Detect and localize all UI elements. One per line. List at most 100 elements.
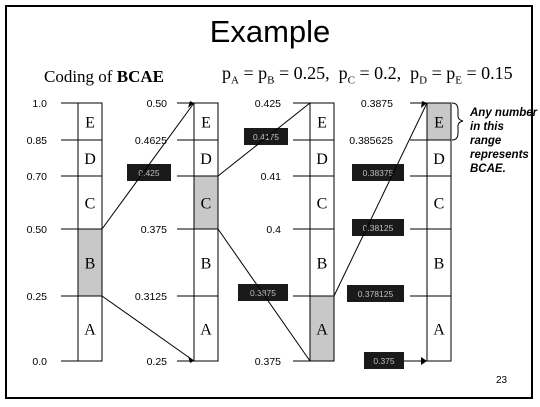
coding-prefix: Coding of	[44, 67, 117, 86]
segment-label: E	[317, 115, 327, 132]
coding-word: BCAE	[116, 67, 164, 86]
segment-label: B	[317, 256, 328, 273]
tick-label: 1.0	[32, 98, 47, 110]
interval-segment-a	[309, 295, 335, 362]
value-ab: = 0.25,	[274, 63, 330, 83]
p-d-sub: D	[419, 74, 428, 87]
probability-line: pA = pB = 0.25, pC = 0.2, pD = pE = 0.15	[222, 63, 513, 87]
eq-sign: =	[238, 63, 259, 83]
tick-label: 0.4625	[135, 135, 167, 147]
redacted-tick-label: 0.4175	[253, 132, 279, 142]
redacted-tick-label: 0.425	[138, 168, 160, 178]
tick-label: 0.425	[255, 98, 281, 110]
page-number: 23	[496, 375, 508, 386]
tick-label: 0.3875	[361, 98, 393, 110]
range-brace	[451, 102, 464, 141]
segment-label: B	[85, 256, 96, 273]
arrowhead	[188, 356, 194, 363]
segment-label: D	[316, 151, 328, 168]
segment-label: E	[201, 115, 211, 132]
interval-segment-c	[193, 175, 219, 230]
interval-segment-e	[193, 102, 219, 141]
arrowhead	[421, 357, 427, 365]
p-symbol: p	[446, 63, 456, 83]
tick-label: 0.70	[27, 171, 48, 183]
tick-label: 0.375	[141, 224, 167, 236]
interval-segment-d	[77, 139, 103, 177]
p-symbol: p	[338, 63, 348, 83]
segment-label: B	[201, 256, 212, 273]
interval-segment-b	[309, 228, 335, 297]
redaction-box	[244, 128, 288, 145]
segment-label: D	[200, 151, 212, 168]
tick-label: 0.85	[27, 135, 48, 147]
interval-segment-c	[426, 175, 452, 230]
interval-segment-e	[77, 102, 103, 141]
segment-label: A	[433, 322, 445, 339]
value-c: = 0.2,	[354, 63, 402, 83]
tick-label: 0.50	[147, 98, 168, 110]
redacted-tick-label: 0.38125	[363, 223, 394, 233]
p-symbol: p	[222, 63, 231, 83]
p-a-sub: A	[231, 74, 239, 87]
tick-label: 0.375	[255, 356, 281, 368]
expansion-line	[217, 228, 311, 362]
interval-segment-a	[77, 295, 103, 362]
interval-segment-a	[193, 295, 219, 362]
interval-segment-b	[77, 228, 103, 297]
interval-segment-d	[193, 139, 219, 177]
segment-label: E	[85, 115, 95, 132]
tick-label: 0.4	[266, 224, 281, 236]
segment-label: C	[317, 196, 328, 213]
segment-label: B	[434, 256, 445, 273]
segment-label: D	[433, 151, 445, 168]
tick-label: 0.0	[32, 356, 47, 368]
segment-label: A	[200, 322, 212, 339]
interval-segment-b	[193, 228, 219, 297]
expansion-line	[101, 102, 195, 230]
redacted-tick-label: 0.378125	[358, 289, 394, 299]
tick-label: 0.50	[27, 224, 48, 236]
tick-label: 0.3125	[135, 291, 167, 303]
redaction-box	[364, 352, 404, 369]
interval-segment-d	[309, 139, 335, 177]
redaction-box	[127, 164, 171, 181]
arrowhead	[188, 101, 194, 108]
arrowhead	[421, 101, 427, 108]
interval-segment-c	[309, 175, 335, 230]
tick-label: 0.25	[147, 356, 168, 368]
p-symbol: p	[258, 63, 268, 83]
slide-title: Example	[209, 14, 331, 49]
redaction-box	[347, 285, 404, 302]
segment-label: A	[84, 322, 96, 339]
expansion-line	[217, 102, 311, 177]
coding-caption: Coding of BCAE	[44, 67, 164, 87]
segment-label: C	[434, 196, 445, 213]
slide-frame	[5, 5, 533, 399]
redacted-tick-label: 0.375	[373, 356, 395, 366]
tick-label: 0.25	[27, 291, 48, 303]
tick-label: 0.385625	[349, 135, 393, 147]
segment-label: C	[201, 196, 212, 213]
interval-segment-a	[426, 295, 452, 362]
segment-label: A	[316, 322, 328, 339]
tick-label: 0.41	[261, 171, 282, 183]
range-note: Any number in this range represents BCAE…	[470, 107, 538, 175]
segment-label: D	[84, 151, 96, 168]
expansion-line	[101, 295, 195, 362]
eq-sign: =	[427, 63, 447, 83]
segment-label: E	[434, 115, 444, 132]
expansion-line	[333, 102, 428, 297]
p-b-sub: B	[267, 74, 275, 87]
interval-segment-d	[426, 139, 452, 177]
redacted-tick-label: 0.38375	[363, 168, 394, 178]
p-symbol: p	[410, 63, 420, 83]
value-de: = 0.15	[461, 63, 513, 83]
p-e-sub: E	[455, 74, 462, 87]
segment-label: C	[85, 196, 96, 213]
redaction-box	[238, 284, 288, 301]
p-c-sub: C	[347, 74, 355, 87]
interval-segment-e	[309, 102, 335, 141]
interval-segment-b	[426, 228, 452, 297]
